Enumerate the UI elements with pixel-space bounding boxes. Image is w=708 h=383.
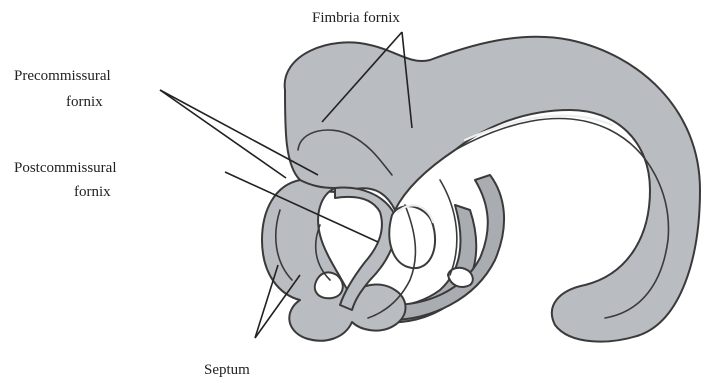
label-precommissural-line2: fornix <box>66 94 103 110</box>
leader-precommissural-2 <box>160 90 286 178</box>
column-outer-edge <box>440 180 457 275</box>
label-septum: Septum <box>204 362 250 378</box>
label-postcommissural-line1: Postcommissural <box>14 160 117 176</box>
septal-opening-left <box>315 272 343 298</box>
label-precommissural-line1: Precommissural <box>14 68 111 84</box>
label-fimbria-fornix: Fimbria fornix <box>312 10 400 26</box>
label-postcommissural-line2: fornix <box>74 184 111 200</box>
leader-septum-1 <box>255 265 278 338</box>
fornix-central-opening <box>389 206 435 268</box>
